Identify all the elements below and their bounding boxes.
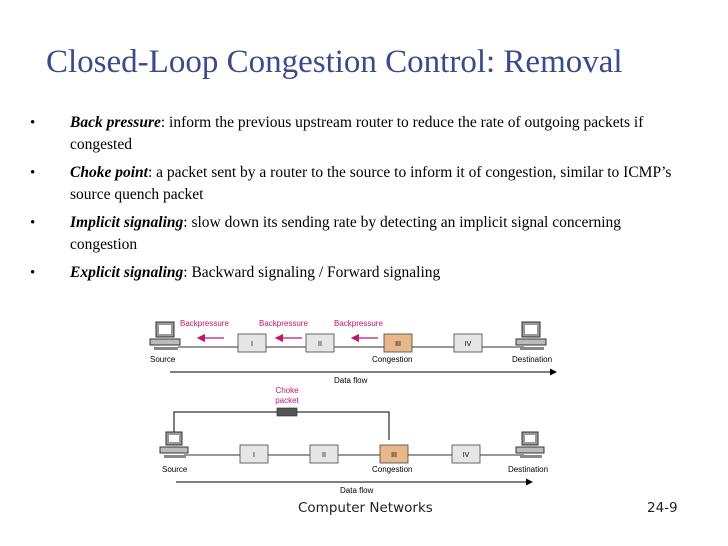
router-box [239, 444, 269, 464]
router-label: I [251, 341, 253, 348]
choke-packet-icon [276, 407, 298, 417]
choke-packet-diagram: Choke packet I II III IV Source [159, 386, 548, 495]
bullet-choke-point: • Choke point: a packet sent by a router… [30, 162, 690, 206]
source-label: Source [150, 355, 176, 364]
bullet-term: Explicit signaling [70, 264, 184, 281]
destination-computer-icon [515, 431, 545, 458]
bullet-symbol: • [30, 115, 36, 131]
bullet-text: : slow down its sending rate by detectin… [70, 214, 622, 253]
data-flow-label: Data flow [334, 376, 368, 385]
congestion-label: Congestion [372, 355, 412, 364]
bullet-back-pressure: • Back pressure: inform the previous ups… [30, 112, 690, 156]
bullet-term: Choke point [70, 164, 148, 181]
backpressure-label: Backpressure [180, 319, 229, 328]
bullet-symbol: • [30, 165, 36, 181]
choke-label: Choke [275, 386, 299, 395]
router-box [453, 333, 483, 353]
bullet-explicit-signaling: • Explicit signaling: Backward signaling… [30, 262, 690, 284]
bullet-term: Implicit signaling [70, 214, 184, 231]
bullet-text: : inform the previous upstream router to… [70, 114, 644, 153]
bullet-text: : Backward signaling / Forward signaling [183, 264, 441, 281]
bullet-symbol: • [30, 215, 36, 231]
backpressure-label: Backpressure [334, 319, 383, 328]
bullet-symbol: • [30, 265, 36, 281]
router-box [237, 333, 267, 353]
congestion-diagram: Backpressure Backpressure Backpressure I… [149, 319, 557, 495]
bullet-content: Back pressure: inform the previous upstr… [70, 112, 690, 156]
router-label: III [391, 452, 397, 459]
router-label: I [253, 452, 255, 459]
bullet-term: Back pressure [70, 114, 161, 131]
slide-title: Closed-Loop Congestion Control: Removal [46, 44, 623, 80]
bullet-content: Explicit signaling: Backward signaling /… [70, 262, 440, 284]
router-box [309, 444, 339, 464]
data-flow-label: Data flow [340, 486, 374, 495]
router-label: IV [465, 341, 472, 348]
router-label: II [322, 452, 326, 459]
congested-router-box [383, 333, 413, 353]
router-box [451, 444, 481, 464]
router-label: II [318, 341, 322, 348]
bullet-list: • Back pressure: inform the previous ups… [30, 112, 690, 290]
bullet-content: Implicit signaling: slow down its sendin… [70, 212, 690, 256]
router-label: IV [463, 452, 470, 459]
footer-course: Computer Networks [298, 500, 433, 516]
congestion-label: Congestion [372, 465, 412, 474]
source-computer-icon [149, 321, 181, 350]
bullet-content: Choke point: a packet sent by a router t… [70, 162, 690, 206]
backpressure-diagram: Backpressure Backpressure Backpressure I… [149, 319, 557, 385]
router-box [305, 333, 335, 353]
destination-computer-icon [515, 321, 547, 350]
backpressure-label: Backpressure [259, 319, 308, 328]
source-label: Source [162, 465, 188, 474]
router-label: III [395, 341, 401, 348]
destination-label: Destination [508, 465, 548, 474]
destination-label: Destination [512, 355, 552, 364]
congested-router-box [379, 444, 409, 464]
bullet-text: : a packet sent by a router to the sourc… [70, 164, 672, 203]
footer-page-number: 24-9 [647, 500, 678, 516]
source-computer-icon [159, 431, 189, 458]
choke-label: packet [275, 396, 299, 405]
bullet-implicit-signaling: • Implicit signaling: slow down its send… [30, 212, 690, 256]
